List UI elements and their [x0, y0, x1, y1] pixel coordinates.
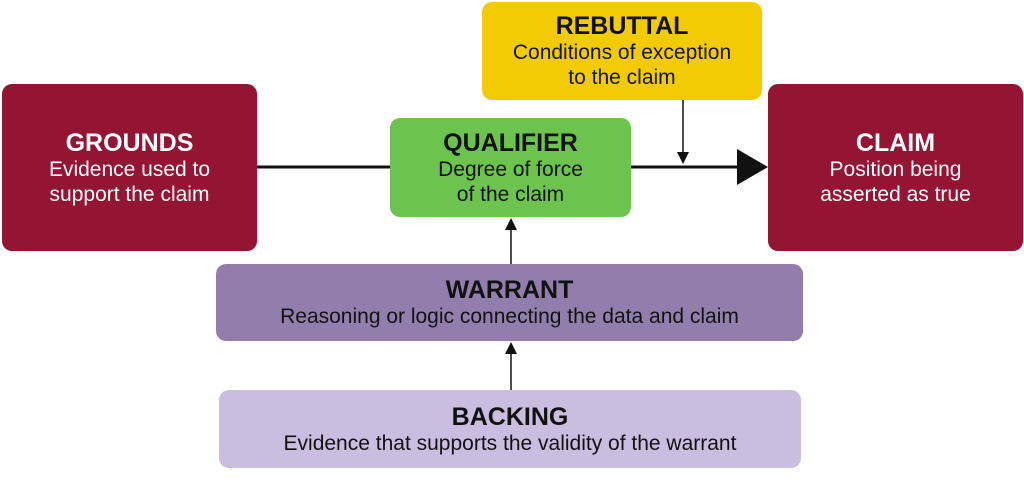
- backing-box: BACKING Evidence that supports the valid…: [219, 390, 801, 468]
- rebuttal-desc-line2: to the claim: [568, 66, 676, 89]
- rebuttal-box: REBUTTAL Conditions of exception to the …: [482, 2, 762, 100]
- rebuttal-desc-line1: Conditions of exception: [512, 41, 732, 64]
- qualifier-box: QUALIFIER Degree of force of the claim: [390, 118, 631, 217]
- warrant-box: WARRANT Reasoning or logic connecting th…: [216, 264, 803, 341]
- claim-arrowhead: [737, 149, 768, 185]
- backing-desc: Evidence that supports the validity of t…: [283, 431, 737, 455]
- rebuttal-arrowhead: [677, 152, 689, 164]
- claim-box: CLAIM Position being asserted as true: [768, 84, 1023, 251]
- rebuttal-title: REBUTTAL: [555, 12, 689, 40]
- claim-desc-line2: asserted as true: [820, 182, 971, 206]
- qualifier-title: QUALIFIER: [443, 128, 578, 157]
- warrant-desc: Reasoning or logic connecting the data a…: [280, 305, 739, 328]
- qualifier-desc-line1: Degree of force: [438, 157, 583, 181]
- qualifier-desc-line2: of the claim: [456, 182, 565, 206]
- grounds-desc-line1: Evidence used to: [48, 157, 211, 181]
- backing-arrowhead: [505, 342, 517, 354]
- claim-desc-line1: Position being: [829, 157, 962, 181]
- warrant-arrowhead: [505, 218, 517, 230]
- grounds-box: GROUNDS Evidence used to support the cla…: [2, 84, 257, 251]
- claim-title: CLAIM: [855, 128, 936, 157]
- grounds-title: GROUNDS: [65, 128, 194, 157]
- warrant-title: WARRANT: [445, 276, 574, 304]
- grounds-desc-line2: support the claim: [49, 182, 210, 206]
- backing-title: BACKING: [451, 402, 569, 431]
